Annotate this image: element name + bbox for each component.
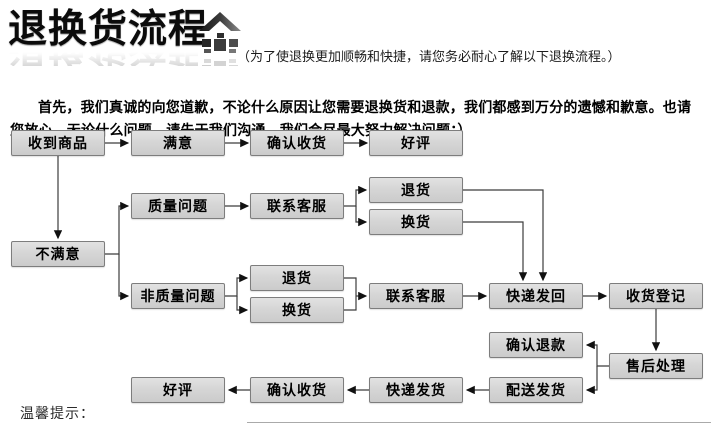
page-subtitle: （为了使退换更加顺畅和快捷，请您务必耐心了解以下退换流程。） — [237, 49, 621, 64]
warm-tips-label: 温馨提示： — [20, 405, 95, 421]
house-arrow-icon — [199, 12, 241, 66]
flow-node-exchange-goods-quality: 换货 — [369, 209, 463, 235]
flow-node-good-review-top: 好评 — [369, 130, 463, 156]
flow-node-after-sales-handling: 售后处理 — [609, 353, 703, 379]
flow-node-delivery-dispatch: 配送发货 — [489, 377, 583, 403]
bottom-divider — [247, 422, 711, 423]
flow-node-satisfied: 满意 — [131, 130, 225, 156]
page-title-block: 退换货流程 退换货流程 — [8, 8, 209, 66]
flow-edge-exchange-q-to-sendback — [463, 221, 528, 282]
flow-node-good-review-bottom: 好评 — [131, 377, 225, 403]
flow-node-received-goods: 收到商品 — [11, 130, 105, 156]
flow-edge-unsatisfied-to-nonquality — [118, 254, 130, 301]
flow-edge-return-exchange-merge — [344, 277, 357, 311]
flow-node-confirm-refund: 确认退款 — [489, 332, 583, 358]
flow-node-confirm-receipt-bottom: 确认收货 — [250, 377, 344, 403]
flow-edge-unsatisfied-to-quality — [105, 201, 130, 255]
flow-node-contact-service-quality: 联系客服 — [250, 193, 344, 219]
flow-node-return-goods-nonquality: 退货 — [250, 265, 344, 291]
flow-edge-nonquality-to-exchange-nq — [236, 296, 249, 315]
flow-node-exchange-goods-nonquality: 换货 — [250, 297, 344, 323]
flow-edge-aftersales-to-delivery — [585, 366, 598, 395]
flow-node-express-send-back: 快递发回 — [489, 283, 583, 309]
flow-node-express-dispatch: 快递发货 — [369, 377, 463, 403]
flow-edge-return-q-to-sendback — [463, 189, 548, 282]
intro-paragraph: 首先，我们真诚的向您道歉，不论什么原因让您需要退换货和退款，我们都感到万分的遗憾… — [10, 99, 692, 138]
flow-edge-nonquality-to-return-nq — [225, 273, 249, 297]
flow-edge-contact-to-return-q — [344, 185, 368, 207]
flow-edge-contact-to-exchange-q — [355, 206, 368, 227]
flow-edge-aftersales-to-refund — [585, 340, 609, 367]
flow-node-contact-service-nonquality: 联系客服 — [369, 283, 463, 309]
flow-node-return-goods-quality: 退货 — [369, 177, 463, 203]
flow-node-unsatisfied: 不满意 — [11, 241, 105, 267]
flow-node-non-quality-issue: 非质量问题 — [131, 283, 225, 309]
flow-node-confirm-receipt-top: 确认收货 — [250, 130, 344, 156]
flow-node-quality-issue: 质量问题 — [131, 193, 225, 219]
page-title: 退换货流程 — [8, 8, 209, 51]
flow-node-receipt-registration: 收货登记 — [609, 283, 703, 309]
